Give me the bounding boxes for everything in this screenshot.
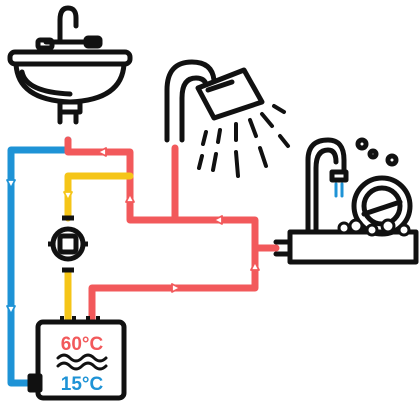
heater-pipe-stubs [60, 316, 100, 324]
sink-bubbles [337, 218, 411, 237]
circulation-pump-icon [48, 215, 88, 273]
hot-water-main-pipe [64, 136, 259, 252]
arrow-hot-left-top [97, 147, 107, 157]
arrow-hot-up-right [250, 261, 260, 271]
arrow-hot-up-riser [125, 193, 135, 203]
kitchen-sink-icon [273, 137, 419, 265]
cold-temperature-label: 15°C [61, 374, 104, 395]
sink-icon [7, 5, 133, 125]
arrow-cold-down-lower [6, 305, 16, 315]
heat-wave-divider [56, 353, 108, 371]
shower-water-spray [197, 104, 290, 178]
arrow-cold-down-upper [6, 179, 16, 189]
arrow-hot-right-bottom [171, 283, 181, 293]
recirculation-pipe [64, 172, 134, 222]
arrow-hot-left-mid [213, 215, 223, 225]
arrow-recirc-down [63, 191, 73, 201]
water-stream-icon [334, 182, 344, 198]
shower-icon [164, 59, 265, 143]
hot-temperature-label: 60°C [61, 334, 104, 355]
